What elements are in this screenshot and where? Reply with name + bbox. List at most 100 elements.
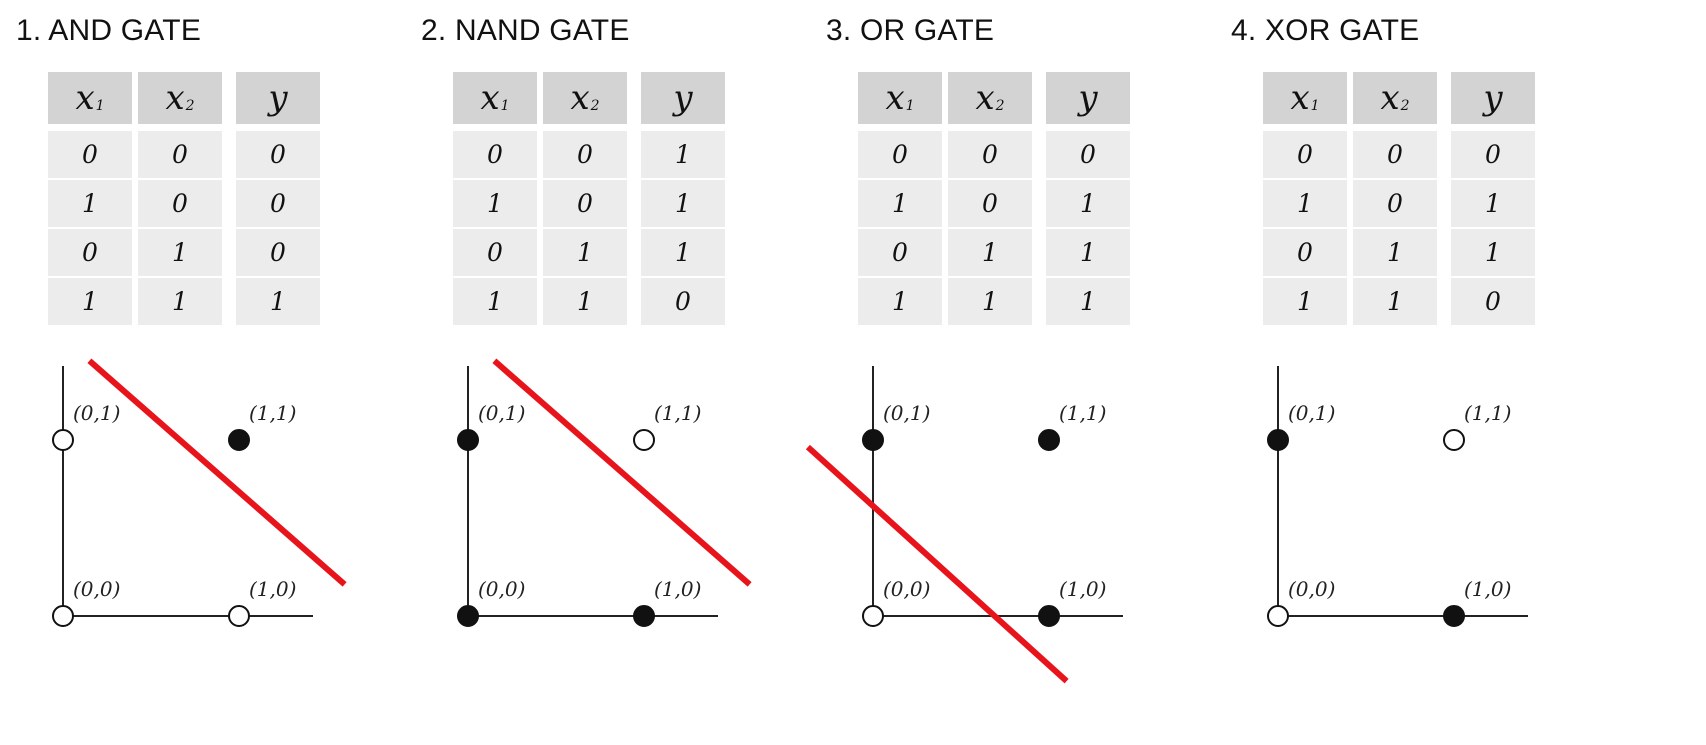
header-subscript: 1: [500, 98, 510, 114]
truth-table-cell: 1: [858, 180, 942, 227]
truth-table-cell: 1: [1451, 229, 1535, 276]
header-variable: x: [1380, 78, 1400, 118]
truth-table-cell: 1: [641, 229, 725, 276]
truth-table-cell: 0: [1451, 278, 1535, 325]
panel-title: 3. OR GATE: [826, 14, 995, 47]
truth-table-cell: 1: [1046, 278, 1130, 325]
truth-table-header: y: [641, 72, 725, 124]
header-variable: x: [570, 78, 590, 118]
output-zero-point: [52, 605, 74, 627]
point-label: (0,1): [478, 401, 525, 425]
output-zero-point: [633, 429, 655, 451]
truth-table-cell: 0: [236, 180, 320, 227]
truth-table-cell: 0: [236, 229, 320, 276]
truth-table-cell: 0: [543, 180, 627, 227]
truth-table-cell: 1: [543, 278, 627, 325]
truth-table-cell: 0: [138, 180, 222, 227]
truth-table-cell: 0: [641, 278, 725, 325]
truth-table-header: y: [1451, 72, 1535, 124]
header-variable: x: [885, 78, 905, 118]
truth-table-cell: 0: [948, 180, 1032, 227]
header-subscript: 2: [1400, 98, 1410, 114]
input-space-plot: (0,0)(1,0)(0,1)(1,1): [805, 366, 1123, 684]
point-label: (0,0): [73, 577, 120, 601]
decision-boundary-line: [87, 358, 347, 587]
truth-table-cell: 1: [858, 278, 942, 325]
input-space-plot: (0,0)(1,0)(0,1)(1,1): [457, 358, 752, 627]
truth-table-cell: 1: [1353, 278, 1437, 325]
truth-table-cell: 0: [858, 229, 942, 276]
point-label: (1,0): [1464, 577, 1511, 601]
header-variable: x: [165, 78, 185, 118]
header-subscript: 1: [95, 98, 105, 114]
truth-table-cell: 0: [236, 131, 320, 178]
output-one-point: [1038, 429, 1060, 451]
truth-table-cell: 1: [1263, 278, 1347, 325]
truth-table-cell: 1: [641, 180, 725, 227]
header-variable: x: [975, 78, 995, 118]
truth-table-cell: 1: [1353, 229, 1437, 276]
truth-table-cell: 1: [948, 229, 1032, 276]
truth-table-cell: 1: [48, 278, 132, 325]
output-zero-point: [228, 605, 250, 627]
header-subscript: 1: [905, 98, 915, 114]
header-variable: y: [1078, 78, 1098, 118]
header-subscript: 2: [590, 98, 600, 114]
point-label: (0,1): [1288, 401, 1335, 425]
truth-table-cell: 0: [1263, 229, 1347, 276]
output-zero-point: [52, 429, 74, 451]
point-label: (0,1): [883, 401, 930, 425]
point-label: (1,1): [1059, 401, 1106, 425]
point-label: (1,0): [1059, 577, 1106, 601]
truth-table-cell: 0: [1353, 131, 1437, 178]
header-variable: y: [673, 78, 693, 118]
panel-title: 4. XOR GATE: [1231, 14, 1420, 47]
output-zero-point: [1267, 605, 1289, 627]
truth-table-cell: 0: [948, 131, 1032, 178]
truth-table-cell: 0: [1353, 180, 1437, 227]
output-zero-point: [1443, 429, 1465, 451]
panel-title: 1. AND GATE: [16, 14, 202, 47]
output-zero-point: [862, 605, 884, 627]
truth-table-cell: 1: [1451, 180, 1535, 227]
truth-table-cell: 1: [48, 180, 132, 227]
truth-table-cell: 0: [1451, 131, 1535, 178]
truth-table-cell: 0: [858, 131, 942, 178]
truth-table-cell: 0: [543, 131, 627, 178]
truth-table-cell: 1: [138, 229, 222, 276]
truth-table-cell: 1: [1046, 180, 1130, 227]
header-variable: x: [75, 78, 95, 118]
header-subscript: 2: [185, 98, 195, 114]
truth-table-cell: 1: [236, 278, 320, 325]
truth-table-cell: 0: [138, 131, 222, 178]
input-space-plot: (0,0)(1,0)(0,1)(1,1): [1267, 366, 1528, 627]
truth-table-cell: 0: [48, 229, 132, 276]
point-label: (0,1): [73, 401, 120, 425]
truth-table-cell: 0: [1046, 131, 1130, 178]
header-subscript: 1: [1310, 98, 1320, 114]
truth-table-cell: 0: [48, 131, 132, 178]
truth-table-header: y: [236, 72, 320, 124]
point-label: (1,1): [249, 401, 296, 425]
point-label: (0,0): [478, 577, 525, 601]
input-space-plot: (0,0) (1,0) (0,1) (1,1): [52, 358, 347, 627]
truth-table-cell: 1: [641, 131, 725, 178]
header-variable: y: [1483, 78, 1503, 118]
truth-table-cell: 1: [453, 278, 537, 325]
truth-table-header: y: [1046, 72, 1130, 124]
output-one-point: [1267, 429, 1289, 451]
truth-table-cell: 1: [1263, 180, 1347, 227]
truth-table-cell: 0: [453, 131, 537, 178]
panel-title: 2. NAND GATE: [421, 14, 630, 47]
output-one-point: [1038, 605, 1060, 627]
point-label: (1,0): [249, 577, 296, 601]
point-label: (1,1): [654, 401, 701, 425]
